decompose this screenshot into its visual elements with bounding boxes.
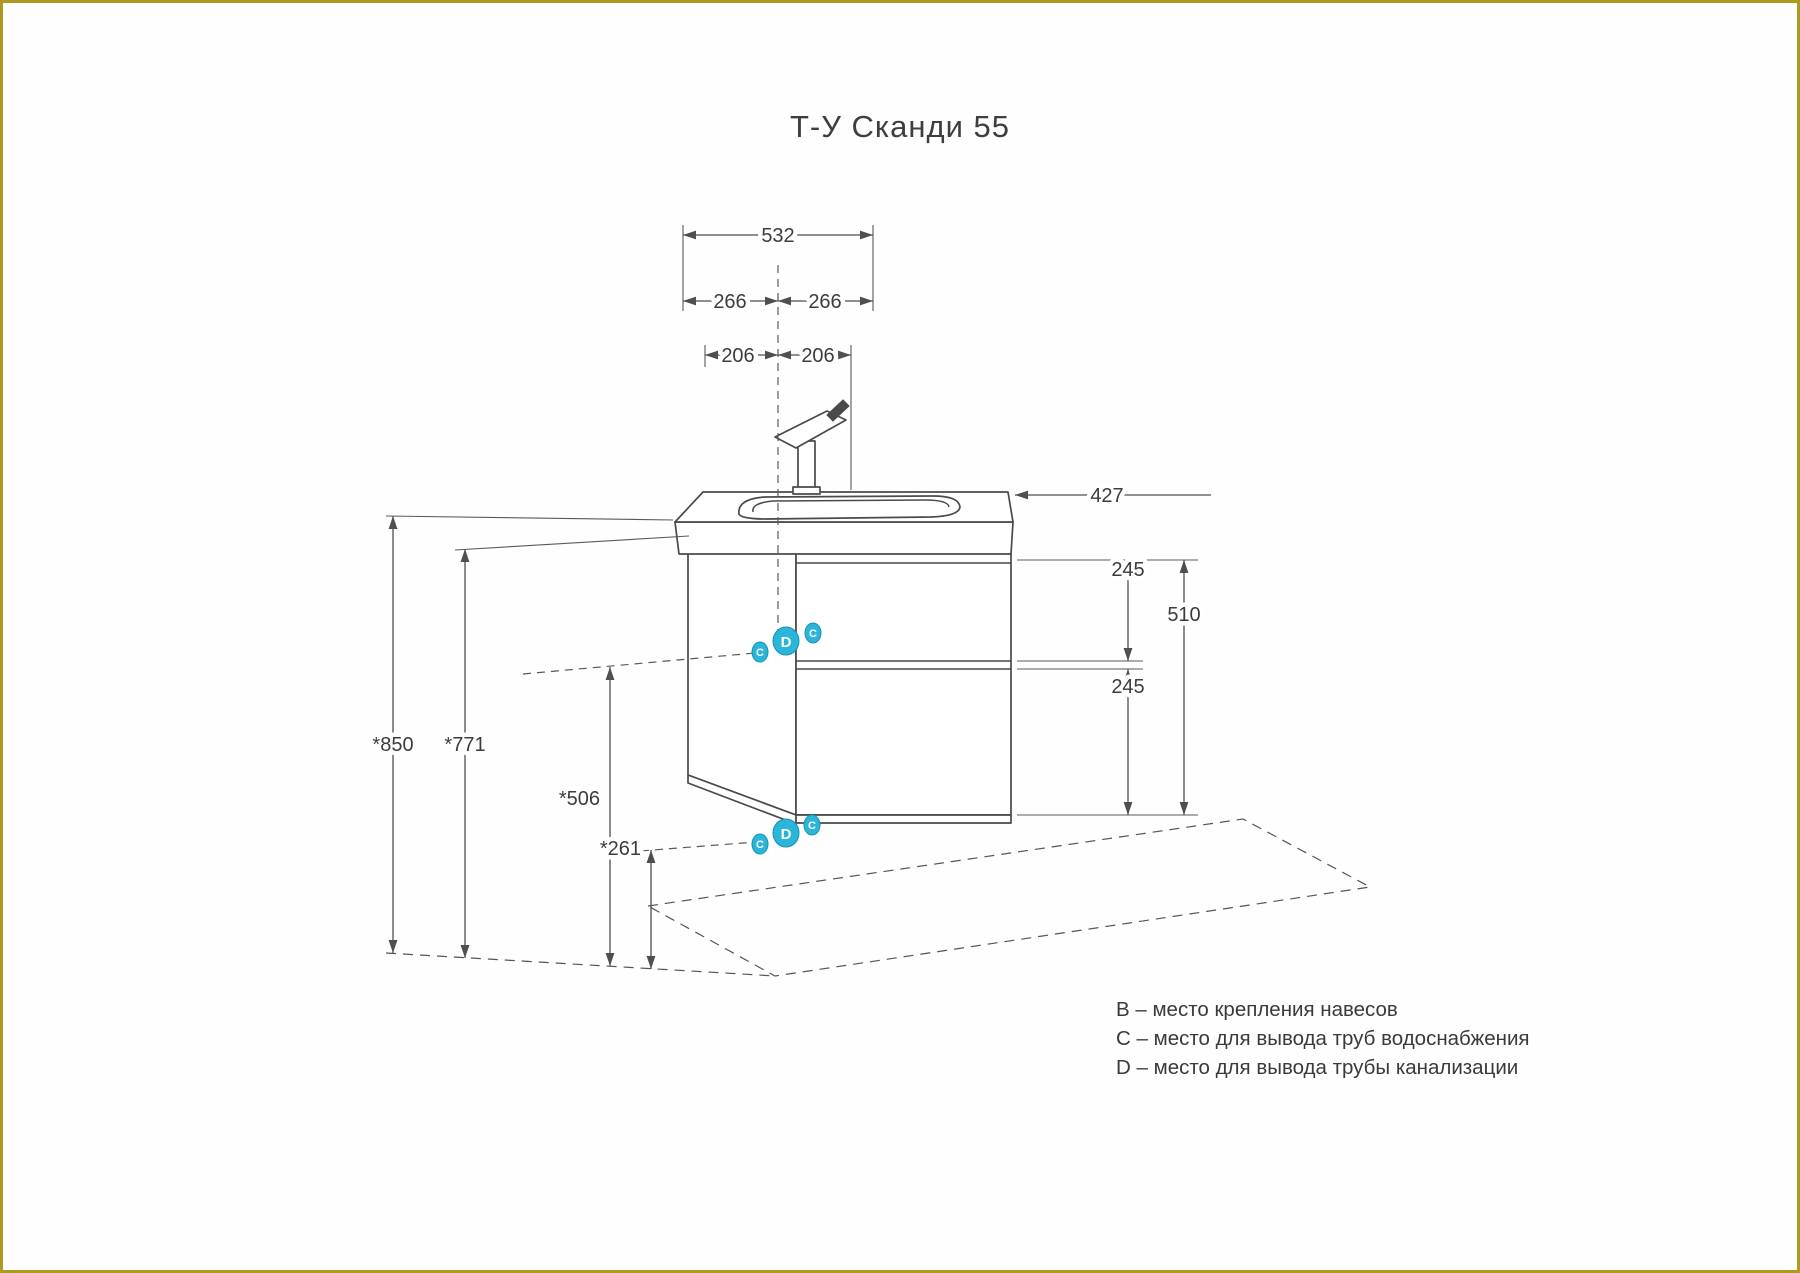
dim-label-245-top: 245 [1111, 559, 1144, 581]
floor-mark-left [751, 833, 769, 855]
faucet-lever [826, 399, 850, 422]
dim-depth: 427 [1015, 481, 1211, 512]
installation-diagram: 532 266 266 206 206 427 [368, 221, 1372, 977]
drain-letter-middle: D [781, 634, 792, 651]
dim-label-850: *850 [372, 734, 413, 756]
dim-label-771: *771 [444, 734, 485, 756]
dim-label-510: 510 [1167, 604, 1200, 626]
cabinet-front-panel [795, 551, 1012, 816]
water-supply-mark-right [804, 622, 822, 644]
pipe-marks-middle: C D C [751, 622, 822, 663]
faucet-spout [774, 410, 847, 449]
faucet-body [797, 440, 816, 492]
water-supply-letter-right: C [809, 628, 817, 640]
dim-label-266-left: 266 [713, 291, 746, 313]
floor-letter-right: C [808, 820, 816, 832]
floor-drain-letter: D [781, 826, 792, 843]
dim-label-206-right: 206 [801, 345, 834, 367]
legend: B – место крепления навесов C – место дл… [1116, 995, 1530, 1082]
dim-left-heights: *850 *771 *506 *261 [368, 516, 656, 969]
faucet-base [792, 486, 821, 495]
dim-label-506: *506 [559, 788, 600, 810]
cabinet-side-panel [687, 533, 797, 816]
dim-label-245-bottom: 245 [1111, 676, 1144, 698]
drain-leader [626, 841, 757, 853]
faucet [774, 399, 850, 495]
basin-bowl-inner [752, 499, 950, 513]
dim-label-532: 532 [761, 225, 794, 247]
legend-item-d: D – место для вывода трубы канализации [1116, 1056, 1519, 1079]
basin-apron [674, 521, 1014, 555]
legend-item-c: C – место для вывода труб водоснабжения [1116, 1027, 1530, 1050]
dim-label-206-left: 206 [721, 345, 754, 367]
legend-item-b: B – место крепления навесов [1116, 998, 1398, 1021]
water-supply-leader [522, 652, 756, 675]
dim-right-heights: 245 510 245 [1107, 555, 1205, 815]
floor-outline [385, 818, 1372, 977]
dim-label-261: *261 [600, 838, 641, 860]
water-supply-mark-left [751, 641, 769, 663]
cabinet-front-bottom-edge [795, 814, 1012, 824]
dimensions: 532 266 266 206 206 427 [368, 221, 1211, 969]
dim-width-total: 532 [683, 221, 873, 252]
dim-label-427: 427 [1090, 485, 1123, 507]
water-supply-letter-left: C [756, 647, 764, 659]
dim-mount-spacing: 206 206 [705, 341, 851, 372]
drain-mark-middle [772, 626, 800, 656]
washbasin [674, 491, 1014, 555]
floor-drain-mark [772, 818, 800, 848]
dim-label-266-right: 266 [808, 291, 841, 313]
floor-letter-left: C [756, 839, 764, 851]
drawing-title: Т-У Сканди 55 [789, 109, 1011, 144]
floor-mark-right [803, 814, 821, 836]
vanity-cabinet [687, 533, 1012, 825]
extension-lines [385, 225, 1198, 853]
pipe-marks-floor: C D C [751, 814, 821, 855]
basin-bowl-outer [738, 495, 961, 520]
dim-width-halves: 266 266 [683, 287, 873, 318]
